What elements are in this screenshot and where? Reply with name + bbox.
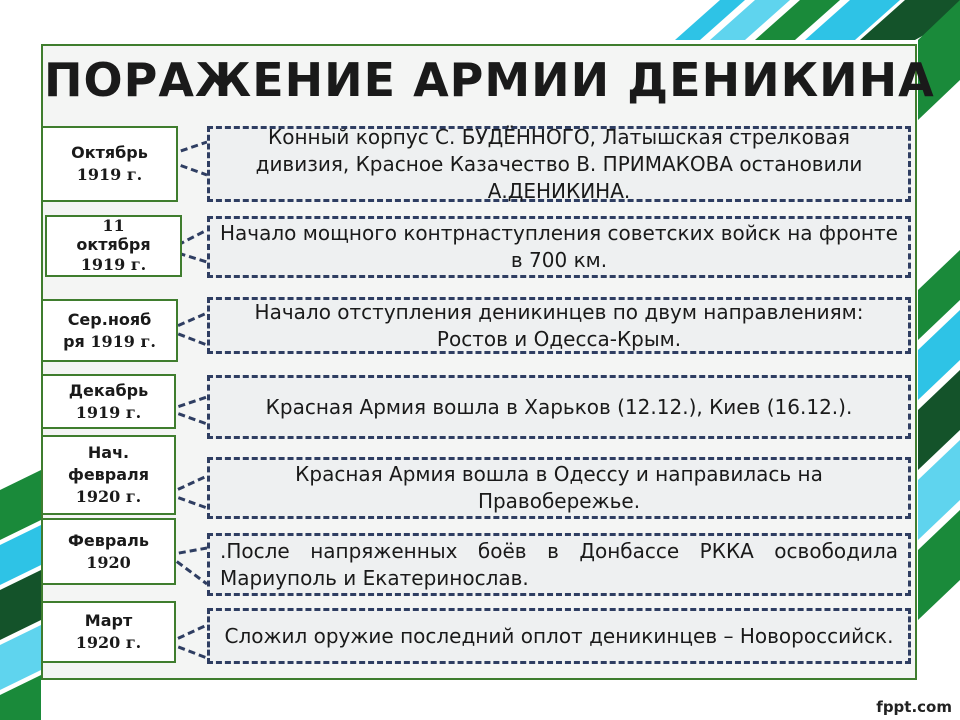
date-label: Март: [84, 611, 133, 630]
event-text: Красная Армия вошла в Одессу и направила…: [295, 462, 823, 513]
date-box-october-1919: Октябрь 1919 г.: [41, 126, 178, 202]
date-year: 1919 г.: [76, 165, 143, 184]
date-label: Октябрь: [71, 143, 148, 162]
date-year: 1920 г.: [75, 487, 142, 506]
date-year: 1919 г.: [80, 255, 147, 274]
date-label: Сер.нояб: [67, 309, 152, 329]
event-text: Конный корпус С. БУДЁННОГО, Латышская ст…: [255, 124, 863, 203]
event-text: Красная Армия вошла в Харьков (12.12.), …: [265, 394, 853, 419]
event-text: Начало мощного контрнаступления советски…: [220, 221, 898, 272]
event-box: Начало отступления деникинцев по двум на…: [207, 297, 911, 354]
date-box-early-february-1920: Нач. февраля 1920 г.: [41, 435, 176, 515]
slide-title: ПОРАЖЕНИЕ АРМИИ ДЕНИКИНА: [44, 53, 935, 107]
date-box-11-october-1919: 11 октября 1919 г.: [45, 215, 182, 277]
date-box-december-1919: Декабрь 1919 г.: [41, 374, 176, 429]
date-year: 1920: [86, 552, 131, 572]
date-year: 1919 г.: [75, 402, 142, 422]
event-box: .После напряженных боёв в Донбассе РККА …: [207, 533, 911, 596]
date-year: 1919 г.: [90, 331, 156, 351]
event-box: Конный корпус С. БУДЁННОГО, Латышская ст…: [207, 124, 911, 203]
date-label: 11: [102, 216, 125, 235]
event-box: Начало мощного контрнаступления советски…: [207, 216, 911, 278]
date-label: ря: [63, 331, 85, 351]
event-box: Красная Армия вошла в Одессу и направила…: [207, 457, 911, 519]
date-year: 1920 г.: [75, 633, 142, 652]
date-label: февраля: [67, 465, 150, 484]
event-text: Начало отступления деникинцев по двум на…: [254, 299, 864, 351]
event-text: .После напряженных боёв в Донбассе РККА …: [220, 538, 898, 590]
date-box-mid-november-1919: Сер.нояб ря 1919 г.: [41, 299, 178, 362]
date-label: октября: [76, 235, 151, 254]
footer-brand: fppt.com: [876, 698, 952, 716]
date-label: Декабрь: [68, 380, 149, 400]
date-box-february-1920: Февраль 1920: [41, 518, 176, 585]
event-box: Красная Армия вошла в Харьков (12.12.), …: [207, 375, 911, 439]
event-box: Сложил оружие последний оплот деникинцев…: [207, 608, 911, 664]
date-label: Февраль: [68, 530, 149, 550]
event-text: Сложил оружие последний оплот деникинцев…: [224, 623, 894, 648]
date-box-march-1920: Март 1920 г.: [41, 601, 176, 663]
date-label: Нач.: [87, 443, 130, 462]
